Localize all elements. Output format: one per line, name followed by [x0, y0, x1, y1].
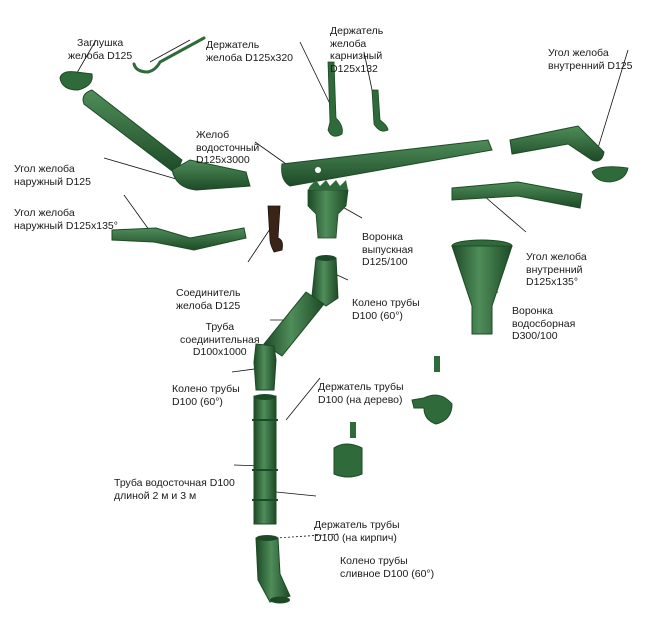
collector-funnel-part [451, 239, 513, 335]
gutter-holder-eaves-part [327, 61, 389, 137]
pipe-elbow-top-part [311, 255, 339, 307]
drain-elbow-part [255, 535, 291, 604]
gutter-diagonal-part [82, 89, 183, 175]
gutter-connector-part [267, 205, 283, 253]
outer-corner-d125-part [171, 159, 251, 191]
pipe-holder-wood-part [411, 356, 453, 425]
inner-corner-d125-part [509, 125, 629, 183]
pipe-elbow-mid-part [253, 343, 277, 391]
inner-corner-d125x135-part [451, 181, 583, 209]
pipe-holder-brick-part [333, 422, 363, 478]
downpipe-part [252, 394, 278, 525]
gutter-cap-part [59, 71, 93, 91]
outer-corner-d125x135-part [111, 227, 247, 251]
gutter-main-part [281, 139, 493, 187]
outlet-funnel-part [307, 180, 349, 239]
pipe-connecting-part [263, 291, 325, 357]
gutter-holder-long-part [132, 36, 206, 74]
